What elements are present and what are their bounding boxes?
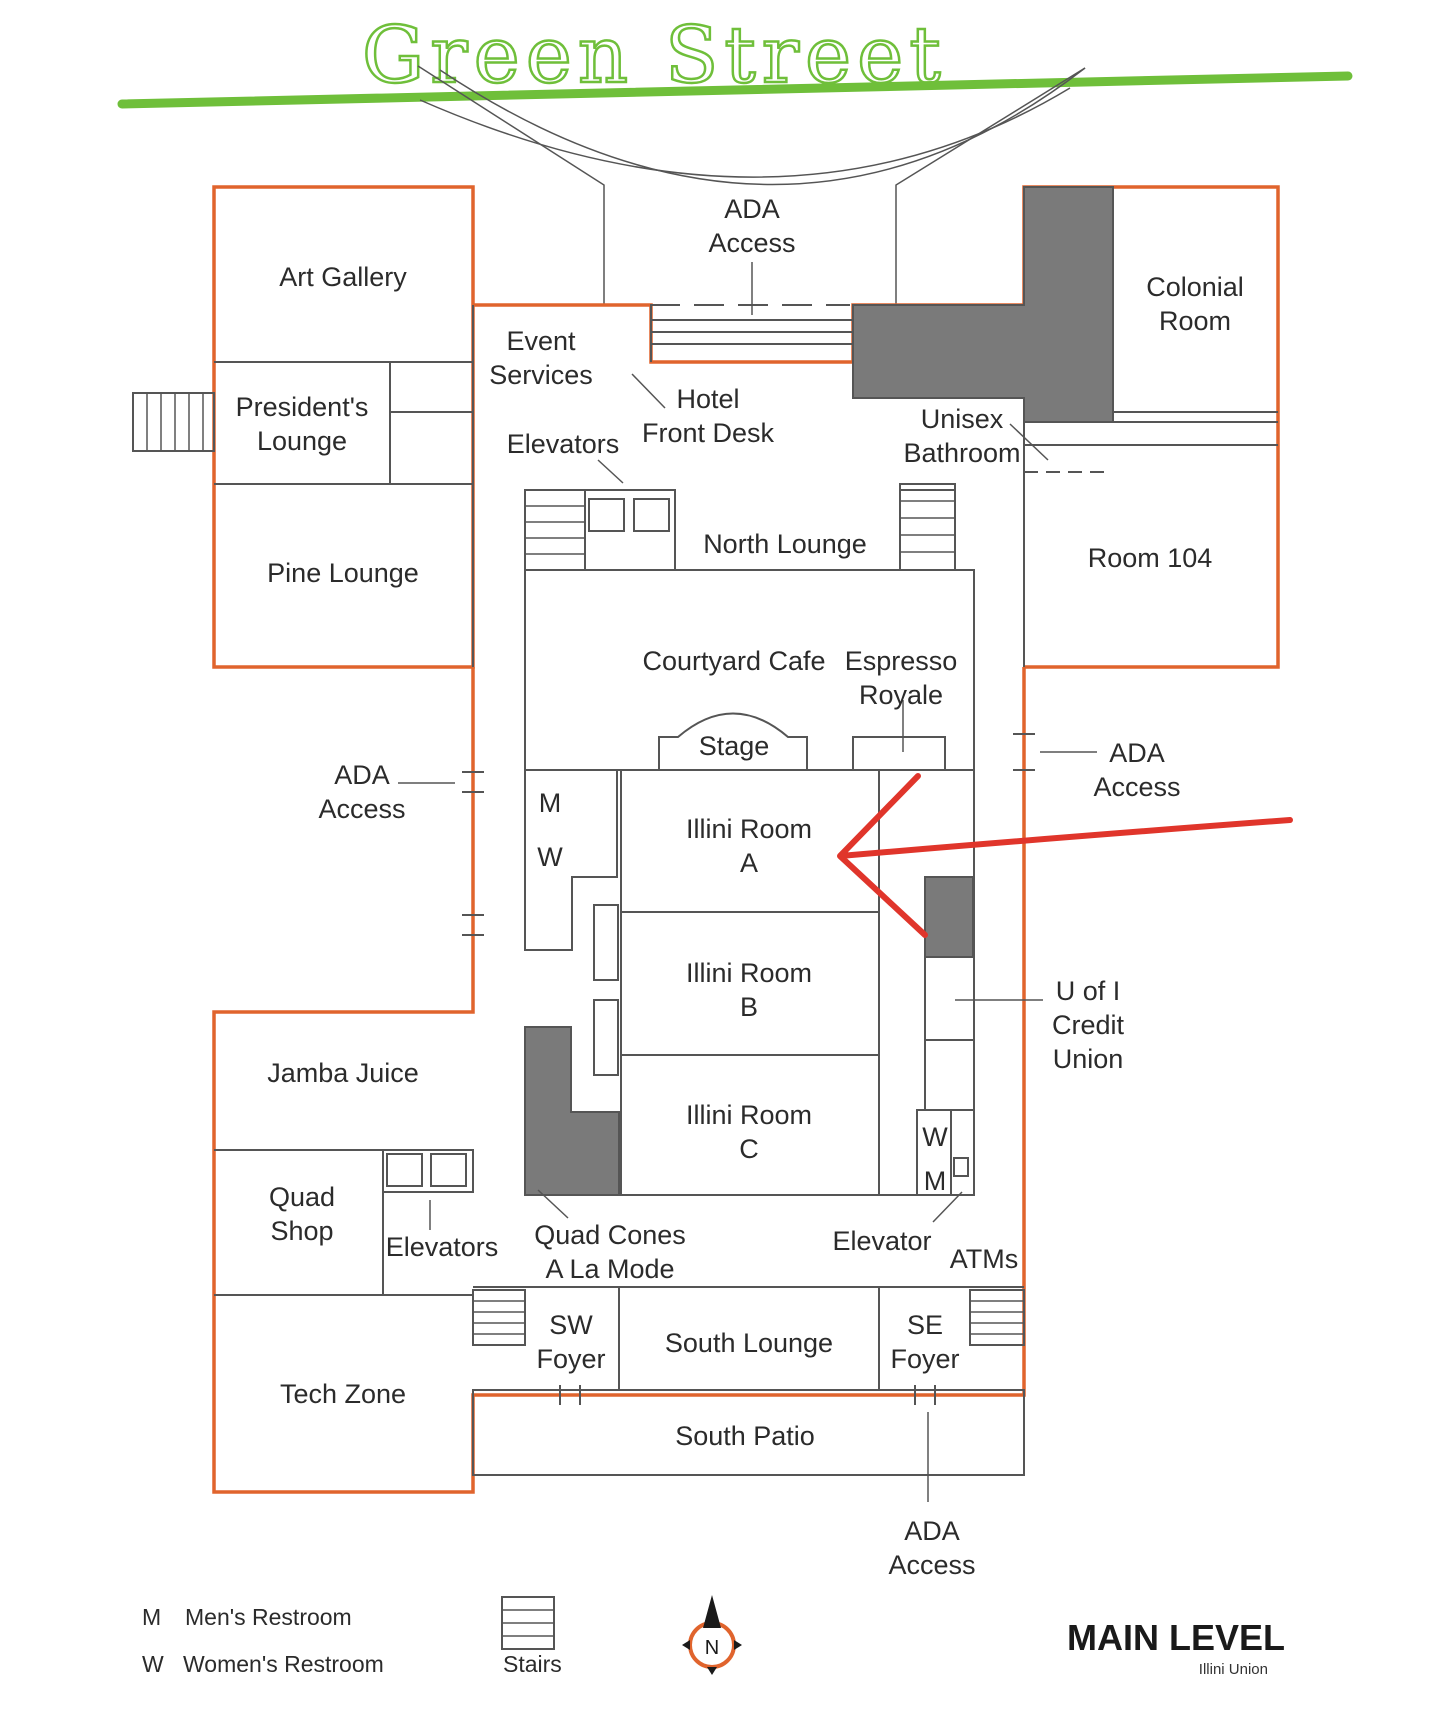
label-restroom-m-east: M [924,1166,947,1196]
label-espresso-royale-1: Espresso [845,646,958,676]
label-pine-lounge: Pine Lounge [267,558,419,588]
label-illini-b-2: B [740,992,758,1022]
label-restroom-m-west: M [539,788,562,818]
entrance-arc-inner [419,87,1071,178]
label-illini-c-1: Illini Room [686,1100,812,1130]
stairs-south-east [969,1289,1025,1346]
callout-pointers [398,262,1097,1502]
page-subtitle: Illini Union [1199,1661,1268,1678]
espresso-counter [852,736,946,771]
label-quad-cones-1: Quad Cones [534,1220,686,1250]
compass-icon: N [682,1595,742,1675]
service-area-sw [524,1026,620,1196]
legend-stairs-label: Stairs [503,1651,562,1677]
label-restroom-w-east: W [922,1122,948,1152]
street-line [117,71,1353,109]
label-ada-top-1: ADA [724,194,780,224]
label-unisex-bathroom-1: Unisex [921,404,1004,434]
elevator-se [953,1157,969,1177]
stage-shape [658,712,808,770]
compass-n-label: N [705,1637,719,1659]
label-art-gallery: Art Gallery [279,262,407,292]
label-elevators-south: Elevators [386,1232,499,1262]
label-elevator-se: Elevator [832,1226,931,1256]
label-tech-zone: Tech Zone [280,1379,406,1409]
label-room-104: Room 104 [1088,543,1213,573]
elevator-north-2 [633,498,670,532]
entrance-walk-west [417,65,605,305]
label-quad-cones-2: A La Mode [545,1254,674,1284]
label-south-lounge: South Lounge [665,1328,833,1358]
service-area-east [924,876,974,958]
label-stage: Stage [699,731,770,761]
label-event-services-1: Event [506,326,576,356]
label-ada-south-1: ADA [904,1516,960,1546]
ada-door-marks [462,304,1035,1405]
stairs-west-exterior [132,392,215,452]
elevator-north-1 [588,498,625,532]
label-se-foyer-1: SE [907,1310,943,1340]
stairs-south-west [472,1289,526,1346]
label-sw-foyer-2: Foyer [536,1344,605,1374]
label-ada-east-1: ADA [1109,738,1165,768]
label-presidents-lounge-2: Lounge [257,426,347,456]
elevator-south-2 [430,1153,467,1187]
label-restroom-w-west: W [537,842,563,872]
label-se-foyer-2: Foyer [890,1344,959,1374]
label-ada-west-1: ADA [334,760,390,790]
label-hotel-front-desk-2: Front Desk [642,418,775,448]
label-credit-union-3: Union [1053,1044,1124,1074]
label-ada-east-2: Access [1093,772,1180,802]
label-ada-west-2: Access [318,794,405,824]
entrance-walk-east [895,67,1086,305]
interior-walls [214,305,1278,1476]
label-hotel-front-desk-1: Hotel [676,384,739,414]
label-presidents-lounge-1: President's [236,392,369,422]
label-credit-union-2: Credit [1052,1010,1125,1040]
annotation-arrow [837,773,1293,938]
page-title: MAIN LEVEL [1067,1617,1285,1658]
legend-w-key: W [142,1651,164,1677]
label-event-services-2: Services [489,360,593,390]
label-atms: ATMs [950,1244,1019,1274]
label-elevators-north: Elevators [507,429,620,459]
label-illini-a-2: A [740,848,758,878]
label-jamba-juice: Jamba Juice [267,1058,419,1088]
label-unisex-bathroom-2: Bathroom [903,438,1020,468]
label-quad-shop-1: Quad [269,1182,335,1212]
stairs-north-east [899,483,956,571]
label-north-lounge: North Lounge [703,529,867,559]
label-illini-c-2: C [739,1134,759,1164]
label-ada-south-2: Access [888,1550,975,1580]
legend-m-label: Men's Restroom [185,1604,352,1630]
label-colonial-room-1: Colonial [1146,272,1244,302]
label-illini-b-1: Illini Room [686,958,812,988]
label-courtyard-cafe: Courtyard Cafe [642,646,825,676]
label-ada-top-2: Access [708,228,795,258]
label-colonial-room-2: Room [1159,306,1231,336]
label-illini-a-1: Illini Room [686,814,812,844]
legend-m-key: M [142,1604,161,1630]
label-credit-union-1: U of I [1056,976,1121,1006]
legend-stairs-icon [501,1596,555,1650]
legend-w-label: Women's Restroom [183,1651,384,1677]
stairs-north-west [524,489,586,571]
label-south-patio: South Patio [675,1421,815,1451]
label-sw-foyer-1: SW [549,1310,593,1340]
service-area-north [852,186,1114,423]
label-espresso-royale-2: Royale [859,680,943,710]
elevator-south-1 [386,1153,423,1187]
label-quad-shop-2: Shop [270,1216,333,1246]
